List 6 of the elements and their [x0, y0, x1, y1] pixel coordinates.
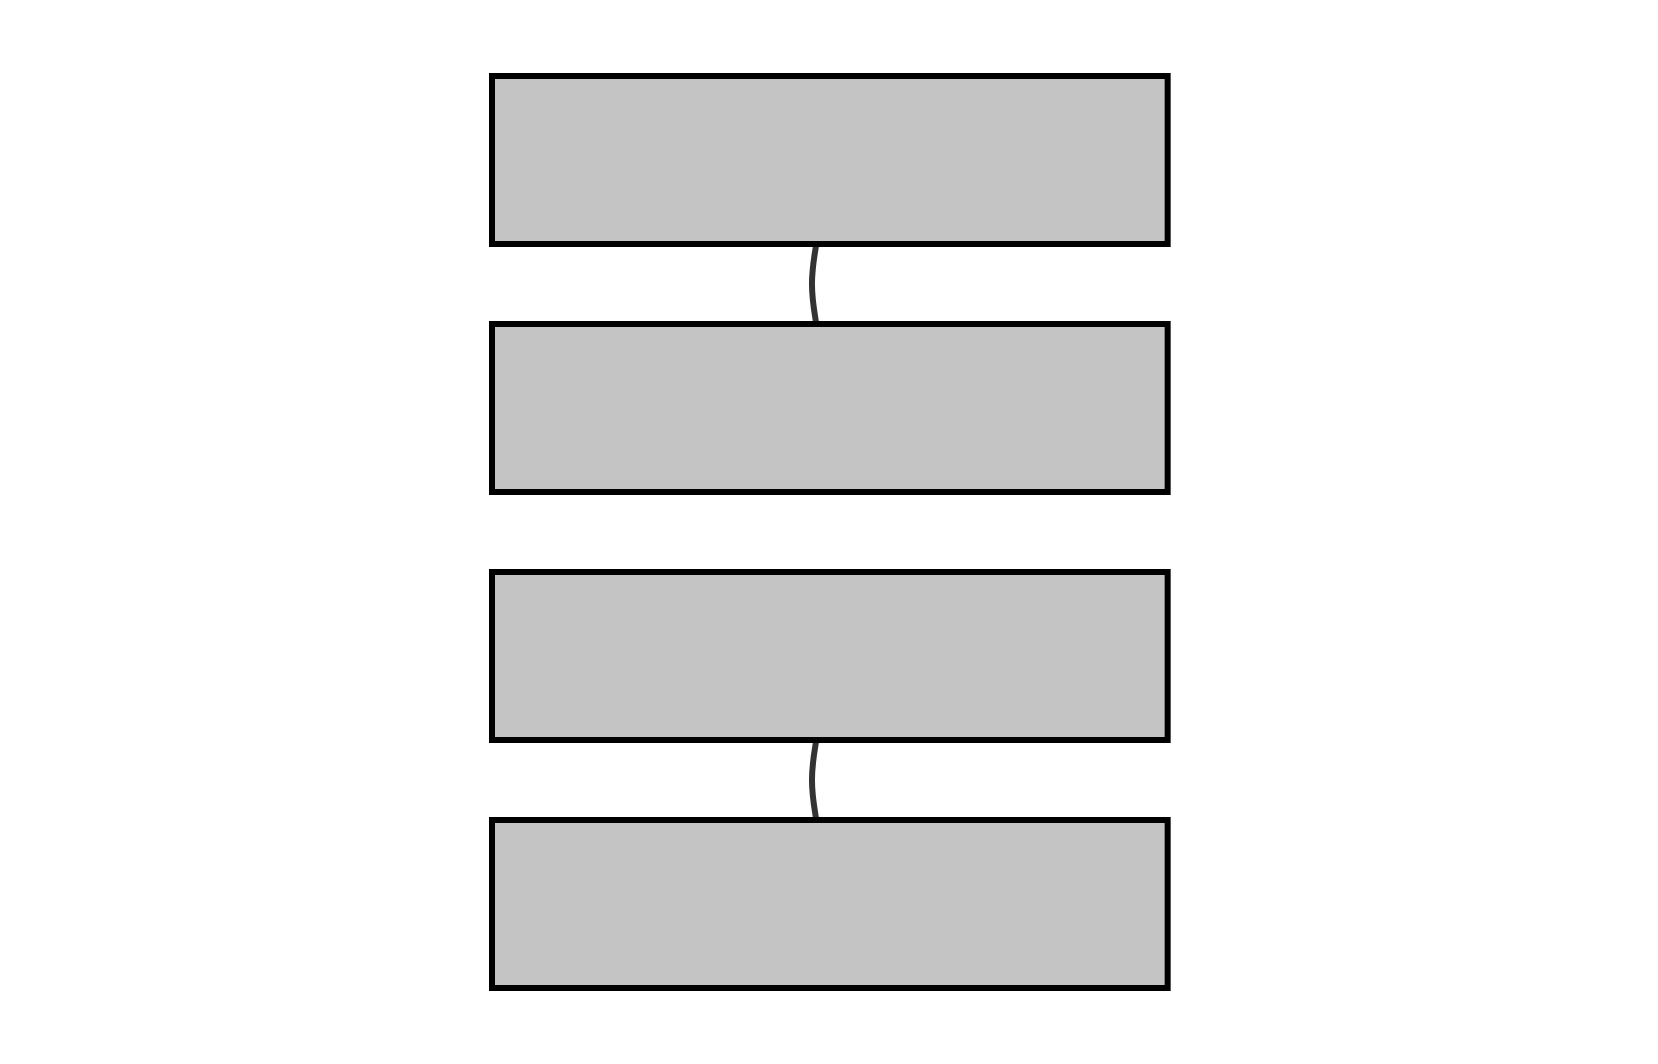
node-box	[488, 569, 1170, 743]
node-box	[488, 817, 1170, 991]
node-box	[488, 321, 1170, 495]
node-box	[488, 73, 1170, 247]
connector	[808, 739, 819, 821]
connector	[808, 243, 819, 325]
